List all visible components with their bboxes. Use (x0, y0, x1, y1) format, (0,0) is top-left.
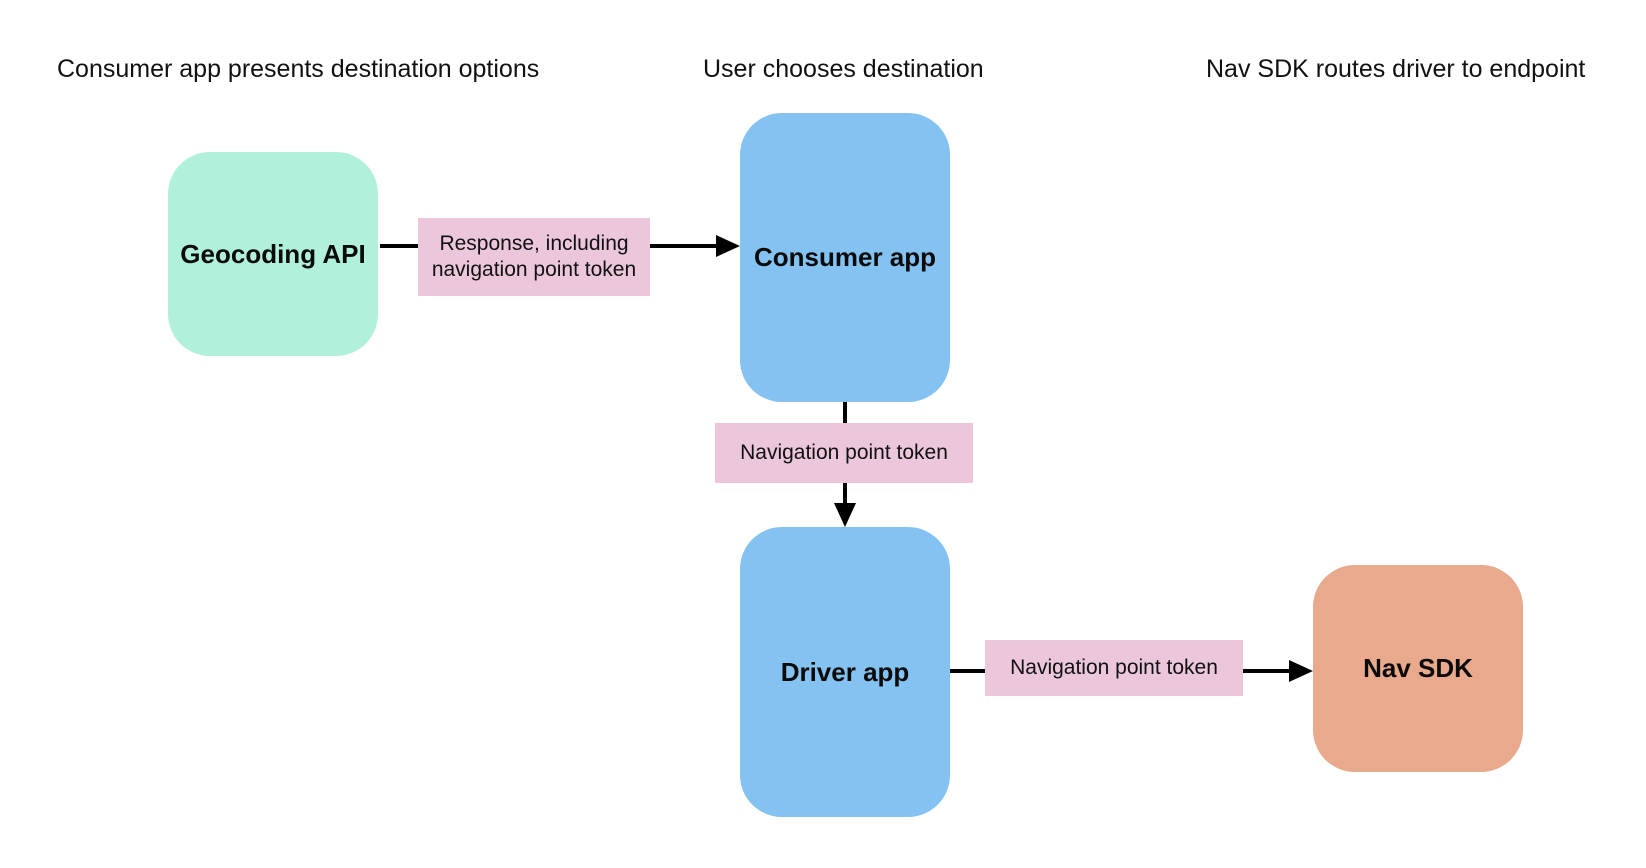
edge-label-token-1-text: Navigation point token (740, 441, 948, 464)
arrowhead-right-icon (1289, 660, 1313, 682)
edge-consumer-to-driver-line-end (843, 483, 847, 505)
edge-label-token-2-text: Navigation point token (1010, 656, 1218, 679)
node-geocoding-api-label: Geocoding API (180, 238, 366, 269)
edge-label-response-including-token: Response, including navigation point tok… (418, 218, 650, 296)
node-nav-sdk: Nav SDK (1313, 565, 1523, 772)
edge-driver-to-navsdk-line-start (950, 669, 985, 673)
stage-header-nav-sdk-routes: Nav SDK routes driver to endpoint (1206, 55, 1586, 83)
edge-geocoding-to-consumer-line-start (380, 244, 418, 248)
node-driver-app-label: Driver app (780, 656, 910, 687)
edge-label-navigation-point-token-2: Navigation point token (985, 640, 1243, 696)
arrowhead-down-icon (834, 503, 856, 527)
stage-header-consumer-presents: Consumer app presents destination option… (57, 55, 540, 83)
edge-driver-to-navsdk-line-end (1243, 669, 1291, 673)
node-consumer-app-label: Consumer app (753, 242, 937, 272)
arrowhead-right-icon (716, 235, 740, 257)
edge-label-navigation-point-token-1: Navigation point token (715, 423, 973, 483)
stage-header-user-chooses: User chooses destination (703, 55, 984, 83)
node-geocoding-api: Geocoding API (168, 152, 378, 356)
node-consumer-app: Consumer app (740, 113, 950, 402)
edge-label-response-text: Response, including navigation point tok… (431, 232, 637, 281)
node-driver-app: Driver app (740, 527, 950, 817)
edge-geocoding-to-consumer-line-end (650, 244, 718, 248)
edge-consumer-to-driver-line-start (843, 402, 847, 427)
node-nav-sdk-label: Nav SDK (1363, 653, 1473, 683)
